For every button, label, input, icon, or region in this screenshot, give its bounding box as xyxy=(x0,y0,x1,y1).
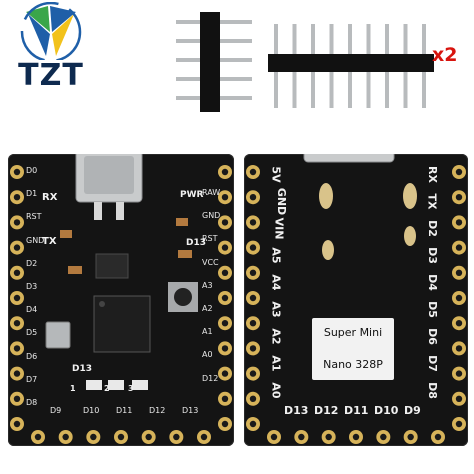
front-pin-label-right: A0 xyxy=(202,350,213,360)
back-pin-label-right: D3 xyxy=(425,247,439,264)
front-led-number-3: 3 xyxy=(128,384,134,393)
led-3 xyxy=(132,380,148,390)
led-2 xyxy=(108,380,124,390)
front-d13-label: D13 xyxy=(186,238,206,248)
front-pads xyxy=(10,154,232,444)
front-pin-label-left: GND xyxy=(26,235,45,245)
back-pin-label-left: A2 xyxy=(269,328,283,345)
front-pin-label-left: D8 xyxy=(26,398,38,407)
back-pin-label-right: RX xyxy=(425,166,439,183)
header-body xyxy=(268,54,434,72)
front-pin-label-bottom: D13 xyxy=(182,406,199,415)
back-pin-label-left: VIN xyxy=(272,217,286,240)
quantity-multiplier: x2 xyxy=(432,44,458,66)
back-pin-label-left: A0 xyxy=(269,382,283,399)
front-pin-label-left: D7 xyxy=(26,374,38,384)
back-pin-label-right: D4 xyxy=(425,274,439,291)
model-label-line2: Nano 328P xyxy=(323,358,383,371)
front-led-number-2: 2 xyxy=(104,384,110,393)
back-pin-label-left: GND xyxy=(275,187,289,216)
front-tx-label: TX xyxy=(42,236,57,247)
front-pin-label-right: A2 xyxy=(202,304,213,313)
board-back xyxy=(244,154,468,446)
header-body xyxy=(200,12,220,112)
front-pin-label-right: D12 xyxy=(202,373,219,383)
front-pin-label-left: D3 xyxy=(26,282,38,291)
front-pin-label-bottom: D9 xyxy=(50,406,62,415)
front-pin-label-right: RAW xyxy=(202,188,221,197)
back-pin-label-bottom: D9 xyxy=(404,404,421,417)
front-pin-label-left: D6 xyxy=(26,351,38,361)
front-pin-label-left: D0 xyxy=(26,166,38,175)
front-pin-label-right: VCC xyxy=(202,257,219,267)
back-pin-label-right: D5 xyxy=(425,301,439,318)
back-pin-label-left: 5V xyxy=(269,166,283,183)
model-label-line1: Super Mini xyxy=(323,326,383,339)
front-pin-label-bottom: D12 xyxy=(149,406,166,415)
logo-emblem-icon xyxy=(20,2,82,60)
front-led-label: D13 xyxy=(72,364,92,374)
back-pin-label-left: A1 xyxy=(269,355,283,372)
crystal xyxy=(45,321,71,349)
front-pin-label-right: A1 xyxy=(202,327,213,337)
back-pin-label-left: A3 xyxy=(269,301,283,318)
brand-logo: TZT xyxy=(12,0,92,100)
front-pin-label-left: D2 xyxy=(26,258,38,268)
header-9-pin xyxy=(268,24,434,108)
front-pin-label-bottom: D11 xyxy=(116,406,133,415)
front-pin-label-left: D4 xyxy=(26,305,38,315)
back-pin-label-left: A5 xyxy=(269,247,283,264)
back-pin-label-right: D6 xyxy=(425,328,439,345)
front-pin-label-right: GND xyxy=(202,211,221,221)
front-pin-label-bottom: D10 xyxy=(83,406,100,415)
logo-text: TZT xyxy=(18,58,84,93)
model-label xyxy=(312,318,394,380)
front-rx-label: RX xyxy=(42,192,58,203)
front-pin-label-left: RST xyxy=(26,212,42,222)
front-pin-label-right: A3 xyxy=(202,280,213,290)
led-1 xyxy=(86,380,102,390)
back-pin-label-bottom: D11 xyxy=(344,404,369,417)
back-pin-label-right: D7 xyxy=(425,355,439,372)
front-pin-label-left: D1 xyxy=(26,189,38,199)
usb-c-connector-back xyxy=(303,154,395,163)
front-pwr-label: PWR xyxy=(180,190,204,200)
back-pin-label-right: D2 xyxy=(425,220,439,237)
back-pin-label-right: TX xyxy=(425,193,439,210)
front-led-number-1: 1 xyxy=(70,384,76,393)
back-pin-label-bottom: D13 xyxy=(284,404,309,417)
back-pin-label-bottom: D12 xyxy=(314,404,339,417)
regulator-chip xyxy=(95,253,129,279)
front-pin-label-right: RST xyxy=(202,234,218,244)
front-pin-label-left: D5 xyxy=(26,328,38,338)
back-pin-label-bottom: D10 xyxy=(374,404,399,417)
header-5-pin xyxy=(176,12,252,112)
back-pads xyxy=(246,154,466,444)
back-pin-label-right: D8 xyxy=(425,382,439,399)
back-pin-label-left: A4 xyxy=(269,274,283,291)
